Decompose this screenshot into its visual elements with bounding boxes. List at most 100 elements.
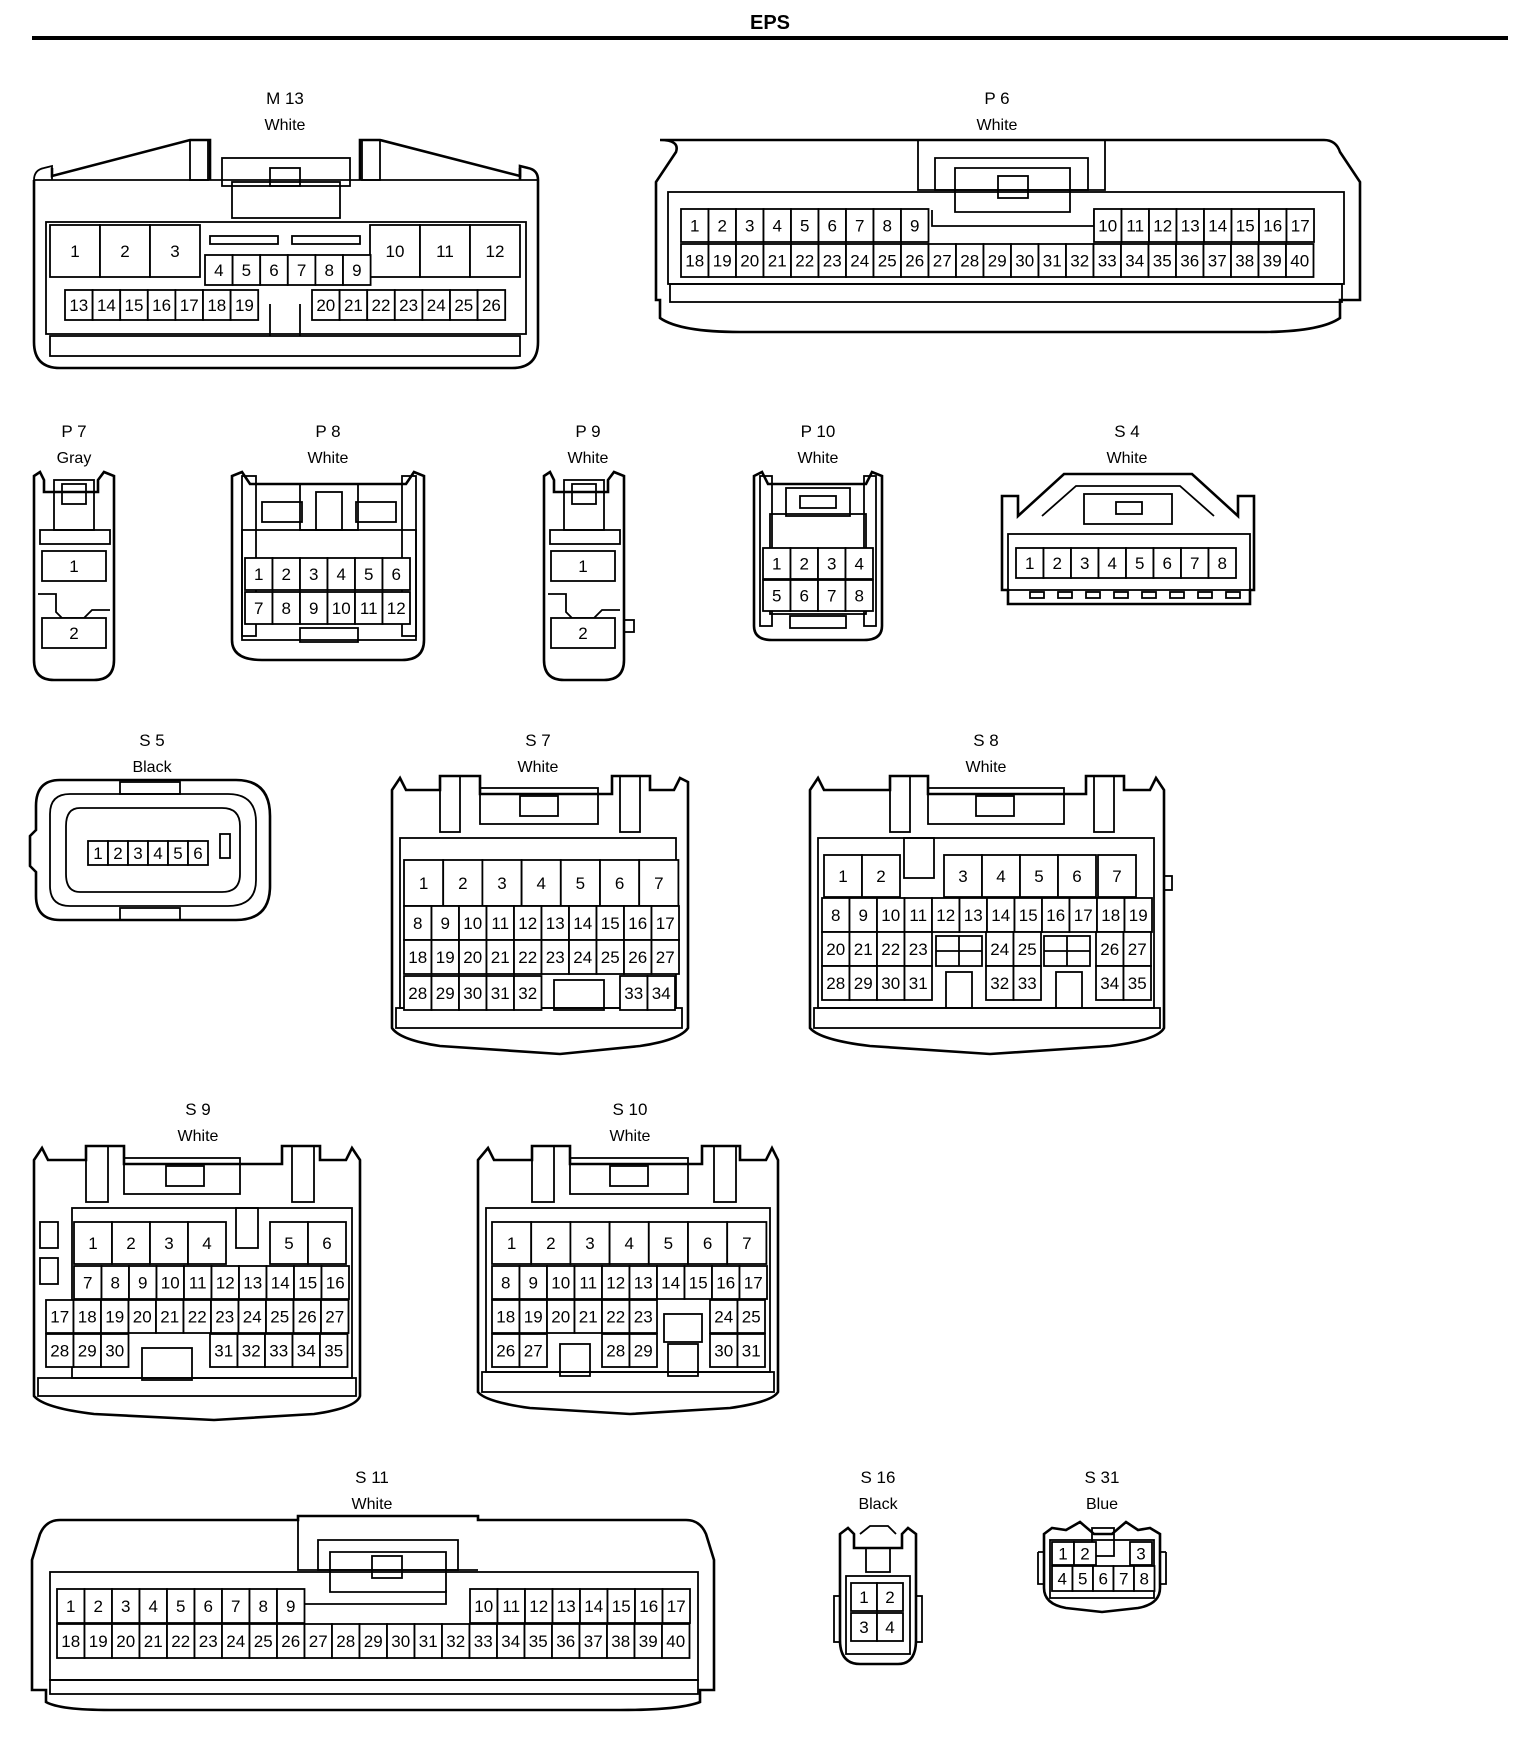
- pin-cell: 13: [64, 289, 94, 321]
- pin-box: [943, 854, 983, 898]
- pin-number: 31: [419, 1632, 438, 1651]
- pin-cell: 10: [155, 1265, 185, 1300]
- connector-shell: [1000, 472, 1256, 606]
- pin-box: [1097, 854, 1137, 898]
- pin-number: 8: [855, 587, 864, 606]
- pin-number: 20: [116, 1632, 135, 1651]
- pin-box: [619, 975, 649, 1011]
- pin-cell: 4: [204, 254, 234, 286]
- pin-number: 11: [909, 906, 927, 925]
- connector-detail: [785, 487, 851, 517]
- connector-id: P 6: [984, 89, 1009, 108]
- connector-shell: [230, 470, 426, 662]
- pin-number: 16: [716, 1274, 735, 1293]
- pin-box: [1019, 854, 1059, 898]
- connector-detail: [915, 1595, 923, 1643]
- pin-cell: 10: [326, 591, 356, 625]
- pin-cell: 17: [1068, 897, 1098, 933]
- pin-cell: 28: [331, 1623, 361, 1659]
- pin-box: [1095, 931, 1125, 967]
- pin-number: 3: [497, 874, 506, 893]
- connector-detail: [361, 139, 381, 181]
- pin-number: 18: [496, 1308, 515, 1327]
- pin-number: 14: [661, 1274, 680, 1293]
- pin-cell: 1: [87, 840, 109, 866]
- pin-cell: 21: [573, 1299, 603, 1334]
- pin-number: 29: [78, 1342, 97, 1361]
- pin-cell: 9: [276, 1588, 306, 1624]
- pin-number: 20: [826, 940, 845, 959]
- connector-detail: [165, 1165, 205, 1187]
- pin-number: 21: [579, 1308, 598, 1327]
- connector-shell: [65, 807, 241, 893]
- pin-number: 27: [933, 252, 952, 271]
- pin-box: [491, 1221, 533, 1265]
- pin-box: [210, 1299, 240, 1334]
- pin-number: 40: [1290, 252, 1309, 271]
- pin-number: 19: [524, 1308, 543, 1327]
- pin-number: 27: [325, 1308, 344, 1327]
- pin-number: 19: [1129, 906, 1148, 925]
- pin-cell: 12: [469, 224, 521, 278]
- pin-cell: 6: [1092, 1565, 1115, 1592]
- pin-cell: 3: [127, 840, 149, 866]
- pin-number: 1: [88, 1234, 97, 1253]
- pin-box: [550, 550, 616, 582]
- pin-number: 35: [324, 1342, 343, 1361]
- pin-number: 20: [740, 252, 759, 271]
- pin-number: 2: [126, 1234, 135, 1253]
- pin-box: [381, 557, 411, 591]
- connector-id: S 31: [1085, 1468, 1120, 1487]
- pin-number: 8: [501, 1274, 510, 1293]
- pin-number: 8: [413, 914, 422, 933]
- pin-box: [248, 1623, 278, 1659]
- pin-box: [709, 1333, 739, 1368]
- pin-box: [1123, 897, 1153, 933]
- pin-cell: 5: [166, 1588, 196, 1624]
- pin-number: 26: [1100, 940, 1119, 959]
- pin-number: 7: [1112, 867, 1121, 886]
- connector-detail: [833, 1595, 841, 1643]
- pin-number: 26: [482, 296, 501, 315]
- connector-detail: [531, 1145, 555, 1203]
- pin-number: 26: [298, 1308, 317, 1327]
- pin-cell: 20: [821, 931, 851, 967]
- pin-box: [1207, 547, 1237, 579]
- pin-number: 5: [800, 217, 809, 236]
- pin-number: 11: [189, 1274, 207, 1293]
- pin-box: [595, 905, 625, 941]
- pin-box: [1129, 1541, 1153, 1566]
- pin-number: 12: [936, 906, 955, 925]
- pin-box: [236, 1333, 266, 1368]
- pin-number: 20: [551, 1308, 570, 1327]
- pin-number: 2: [69, 624, 78, 643]
- pin-number: 12: [518, 914, 537, 933]
- connector-color: White: [518, 759, 559, 776]
- pin-cell: 1: [550, 550, 616, 582]
- connector-shell: [33, 164, 53, 181]
- connector-id: S 8: [973, 731, 999, 750]
- pin-box: [320, 1299, 350, 1334]
- pin-cell: 27: [1122, 931, 1152, 967]
- pin-number: 25: [254, 1632, 273, 1651]
- pin-cell: 1: [49, 224, 101, 278]
- pin-number: 17: [1074, 906, 1093, 925]
- connector-id: S 10: [613, 1100, 648, 1119]
- pin-cell: 16: [623, 905, 653, 941]
- pin-cell: 25: [872, 243, 902, 278]
- pin-cell: 6: [1152, 547, 1182, 579]
- connector-color: White: [1107, 450, 1148, 467]
- pin-number: 6: [615, 874, 624, 893]
- pin-number: 5: [1078, 1570, 1087, 1589]
- pin-number: 33: [1018, 974, 1037, 993]
- pin-box: [789, 579, 819, 612]
- pin-number: 22: [881, 940, 900, 959]
- pin-cell: 13: [1175, 208, 1205, 243]
- pin-number: 6: [1072, 867, 1081, 886]
- pin-number: 33: [1098, 252, 1117, 271]
- pin-box: [623, 939, 653, 975]
- pin-cell: 29: [430, 975, 460, 1011]
